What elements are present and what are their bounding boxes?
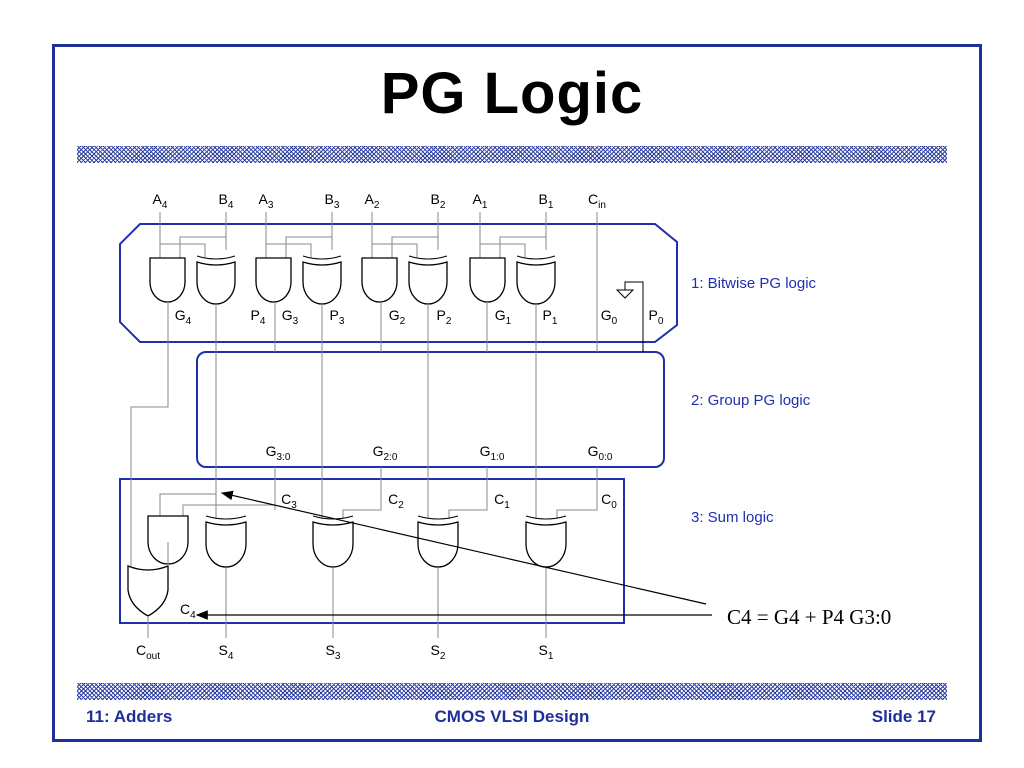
stage-label-group: 2: Group PG logic <box>691 392 811 409</box>
group-label-g00: G0:0 <box>588 443 613 463</box>
title-divider-stripe <box>77 146 947 163</box>
output-labels: Cout S4 S3 S2 S1 <box>136 642 554 662</box>
input-label-b4: B4 <box>219 191 234 211</box>
group-label-g10: G1:0 <box>480 443 505 463</box>
bitwise-label-p4: P4 <box>251 307 266 327</box>
carry-wires <box>159 467 598 519</box>
bitwise-pg-box <box>119 223 678 343</box>
output-label-s3: S3 <box>326 642 341 662</box>
input-label-b3: B3 <box>325 191 340 211</box>
input-label-b1: B1 <box>539 191 554 211</box>
output-label-s2: S2 <box>431 642 446 662</box>
slide-title: PG Logic <box>380 61 644 126</box>
bitwise-output-labels: G4 P4 G3 P3 G2 P2 G1 P1 G0 P0 <box>175 307 664 327</box>
group-label-g30: G3:0 <box>266 443 291 463</box>
bitwise-label-g3: G3 <box>282 307 299 327</box>
c4-label: C4 <box>180 601 196 621</box>
bitwise-label-g4: G4 <box>175 307 192 327</box>
input-label-b2: B2 <box>431 191 446 211</box>
input-labels: A4 B4 A3 B3 A2 B2 A1 B1 Cin <box>153 191 606 211</box>
sum-logic-box <box>119 478 625 624</box>
carry-label-c2: C2 <box>388 491 404 511</box>
output-label-s1: S1 <box>539 642 554 662</box>
footer-slide-number: Slide 17 <box>871 707 936 726</box>
ground-icon <box>615 281 644 352</box>
input-label-a2: A2 <box>365 191 380 211</box>
bitwise-label-p2: P2 <box>437 307 452 327</box>
group-output-labels: G3:0 G2:0 G1:0 G0:0 <box>266 443 613 463</box>
input-wires <box>159 212 598 352</box>
bitwise-label-g0: G0 <box>601 307 618 327</box>
input-label-a4: A4 <box>153 191 168 211</box>
bitwise-label-p1: P1 <box>543 307 558 327</box>
output-label-s4: S4 <box>219 642 234 662</box>
stage-label-sum: 3: Sum logic <box>691 509 774 526</box>
footer-course: CMOS VLSI Design <box>434 707 590 726</box>
bitwise-label-p3: P3 <box>330 307 345 327</box>
input-label-a1: A1 <box>473 191 488 211</box>
carry-label-c1: C1 <box>494 491 510 511</box>
bitwise-label-g2: G2 <box>389 307 406 327</box>
sum-gates <box>127 515 567 617</box>
annotation-arrow-g30 <box>220 490 707 605</box>
group-label-g20: G2:0 <box>373 443 398 463</box>
carry-labels: C3 C2 C1 C0 <box>281 491 617 511</box>
footer-divider-stripe <box>77 683 947 700</box>
carry-equation: C4 = G4 + P4 G3:0 <box>727 605 891 629</box>
carry-label-c3: C3 <box>281 491 297 511</box>
group-pg-box <box>196 351 665 468</box>
bitwise-label-p0: P0 <box>649 307 664 327</box>
footer-chapter: 11: Adders <box>86 707 173 726</box>
carry-label-c0: C0 <box>601 491 617 511</box>
bitwise-gates <box>149 255 556 305</box>
output-label-cout: Cout <box>136 642 160 662</box>
bitwise-label-g1: G1 <box>495 307 512 327</box>
sum-output-wires <box>147 568 547 638</box>
bitwise-output-wires <box>130 302 537 566</box>
stage-label-bitwise: 1: Bitwise PG logic <box>691 275 817 292</box>
input-label-cin: Cin <box>588 191 606 211</box>
input-label-a3: A3 <box>259 191 274 211</box>
